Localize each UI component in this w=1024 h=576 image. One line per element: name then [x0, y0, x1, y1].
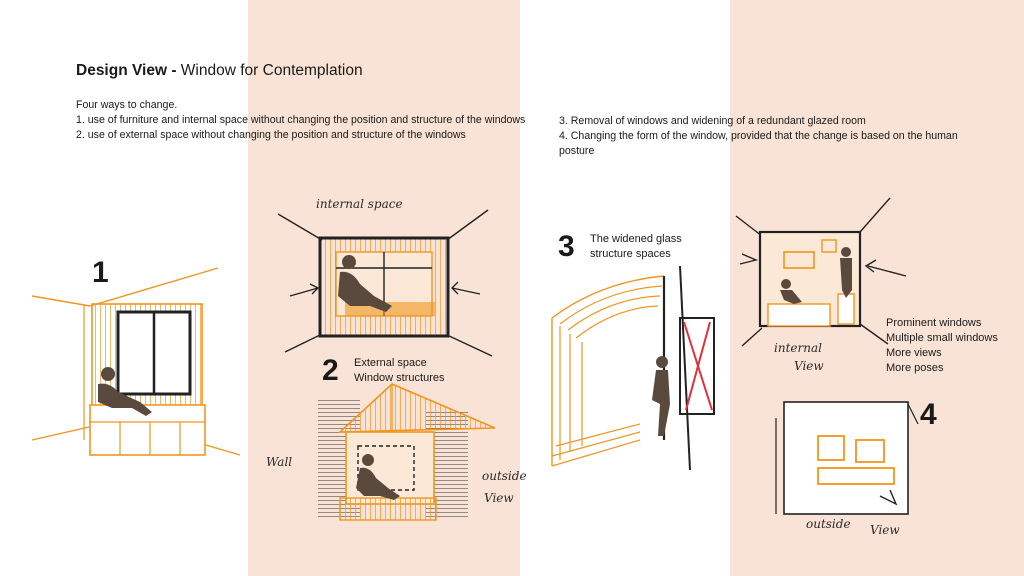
intro-item-2: 2. use of external space without changin…: [76, 129, 466, 141]
benefit-1: Prominent windows: [886, 317, 982, 329]
sketch-2-caption-line2: Window structures: [354, 372, 445, 384]
sketch-4-outside-view: [775, 401, 919, 515]
sketch-2-caption: External space Window structures: [354, 356, 444, 386]
figure-sitting-3-icon: [356, 454, 400, 500]
note-wall: Wall: [266, 455, 292, 469]
figure-sitting-1-icon: [98, 367, 152, 416]
note-internal-space: internal space: [316, 197, 403, 211]
page-title: Design View - Window for Contemplation: [76, 62, 363, 80]
intro-item-1: 1. use of furniture and internal space w…: [76, 114, 526, 126]
sketch-4-internal-view: [735, 197, 907, 347]
sketch-2-internal-space: [277, 209, 493, 357]
sketch-1-window-seat: [31, 267, 241, 456]
intro-heading: Four ways to change.: [76, 99, 178, 111]
note-view-2: View: [794, 359, 824, 373]
note-outside-2: outside: [806, 517, 851, 531]
sketch-3-caption-line2: structure spaces: [590, 248, 671, 260]
intro-item-4: 4. Changing the form of the window, prov…: [559, 130, 961, 157]
sketch-3-corridor: [551, 265, 715, 471]
benefit-4: More poses: [886, 362, 944, 374]
sketch-number-4: 4: [920, 398, 937, 431]
figure-walking-icon: [652, 356, 670, 436]
intro-left: Four ways to change. 1. use of furniture…: [76, 98, 526, 143]
sketch-2-caption-line1: External space: [354, 357, 427, 369]
sketch-2-external-structure: [318, 383, 496, 521]
sketch-3-caption: The widened glass structure spaces: [590, 232, 682, 262]
sketch-number-3: 3: [558, 230, 575, 263]
sketch-number-2: 2: [322, 354, 339, 387]
title-rest: Window for Contemplation: [176, 62, 363, 79]
sketch-3-caption-line1: The widened glass: [590, 233, 682, 245]
note-view-1: View: [484, 491, 514, 505]
intro-item-3: 3. Removal of windows and widening of a …: [559, 115, 866, 127]
benefit-3: More views: [886, 347, 942, 359]
sketch-number-1: 1: [92, 256, 109, 289]
sketch-4-benefits: Prominent windows Multiple small windows…: [886, 316, 1016, 376]
note-outside-1: outside: [482, 469, 527, 483]
figure-sitting-2-icon: [338, 255, 392, 312]
intro-right: 3. Removal of windows and widening of a …: [559, 114, 979, 159]
benefit-2: Multiple small windows: [886, 332, 998, 344]
note-internal-2: internal: [774, 341, 822, 355]
note-view-3: View: [870, 523, 900, 537]
figure-sitting-4-icon: [780, 247, 852, 304]
title-bold: Design View -: [76, 62, 177, 79]
